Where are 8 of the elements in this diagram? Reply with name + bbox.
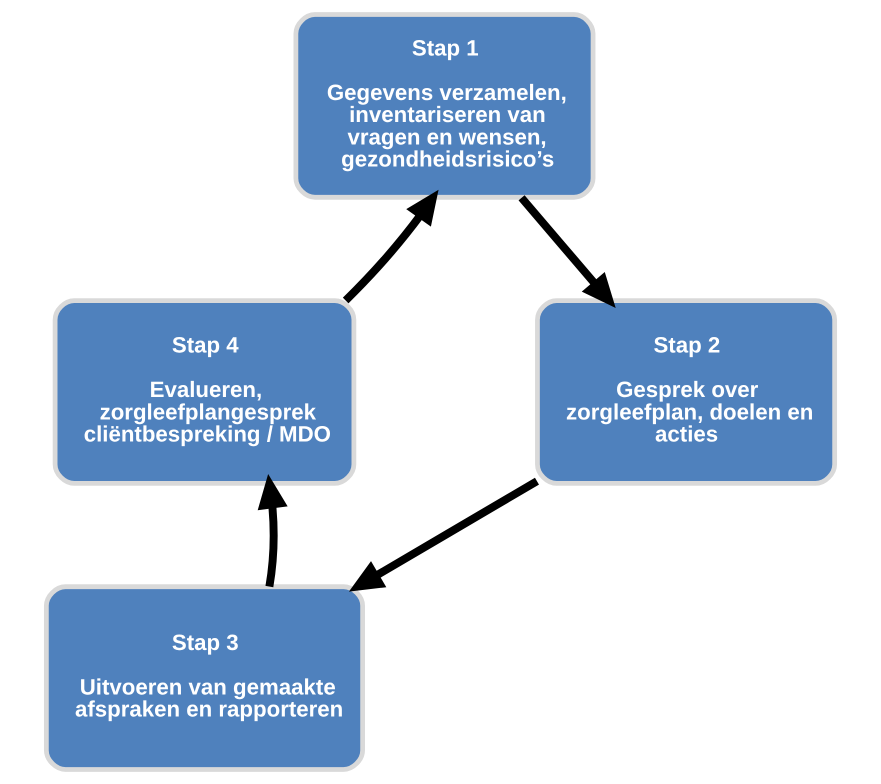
arrow [342, 190, 439, 304]
node-box: Stap 2 Gesprek over zorgleefplan, doelen en acties [535, 298, 838, 486]
node-box: Stap 4 Evalueren, zorgleefplangesprek cliëntbespreking / MDO [52, 298, 356, 486]
arrow [258, 474, 288, 588]
arrow [348, 478, 539, 592]
arrow [518, 195, 616, 308]
node-box: Stap 3 Uitvoeren van gemaakte afspraken en rapporteren [44, 584, 365, 772]
node-box: Stap 1 Gegevens verzamelen, inventariseren van vragen en wensen, gezondheidsrisico’s [294, 12, 596, 200]
